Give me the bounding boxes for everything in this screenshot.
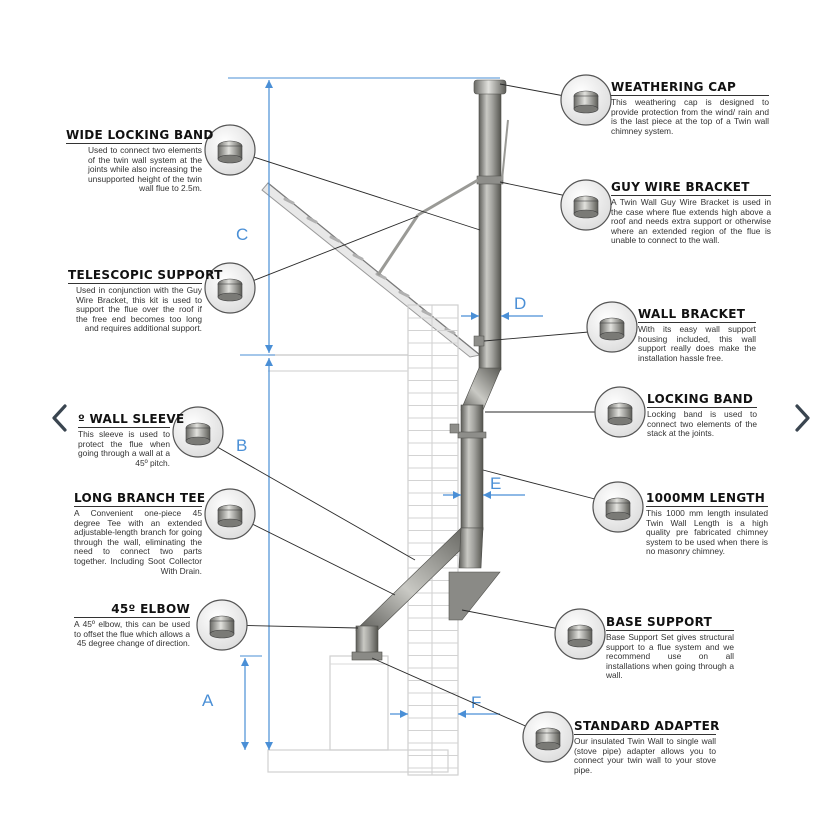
- callout-wall-sleeve: º WALL SLEEVE This sleeve is used to pro…: [78, 412, 185, 468]
- callout-text: This weathering cap is designed to provi…: [611, 97, 769, 136]
- callout-guy-wire-bracket: GUY WIRE BRACKET A Twin Wall Guy Wire Br…: [611, 180, 771, 246]
- thumb-45-elbow: [196, 599, 248, 651]
- thumb-base-support: [554, 608, 606, 660]
- thumb-wide-locking-band: [204, 124, 256, 176]
- chevron-left-icon: [52, 404, 67, 432]
- callout-telescopic-support: TELESCOPIC SUPPORT Used in conjunction w…: [68, 268, 223, 334]
- callout-title: GUY WIRE BRACKET: [611, 180, 771, 196]
- callout-title: º WALL SLEEVE: [78, 412, 185, 426]
- callout-text: This sleeve is used to protect the flue …: [78, 429, 170, 468]
- callout-wide-locking-band: WIDE LOCKING BAND Used to connect two el…: [66, 128, 214, 194]
- dimension-label-e: E: [490, 474, 501, 493]
- dimension-label-a: A: [202, 691, 214, 710]
- callout-wall-bracket: WALL BRACKET With its easy wall support …: [638, 307, 756, 363]
- callout-text: Base Support Set gives structural suppor…: [606, 632, 734, 681]
- thumb-1000mm-length: [592, 481, 644, 533]
- dimension-label-b: B: [236, 436, 247, 455]
- callout-standard-adapter: STANDARD ADAPTER Our insulated Twin Wall…: [574, 719, 720, 775]
- callout-long-branch-tee: LONG BRANCH TEE A Convenient one-piece 4…: [74, 491, 206, 576]
- callout-title: WIDE LOCKING BAND: [66, 128, 214, 142]
- callout-text: Used in conjunction with the Guy Wire Br…: [76, 285, 202, 334]
- callout-title: 1000MM LENGTH: [646, 491, 768, 507]
- callout-title: 45º ELBOW: [74, 602, 190, 618]
- callout-title: LONG BRANCH TEE: [74, 491, 206, 505]
- callout-text: This 1000 mm length insulated Twin Wall …: [646, 508, 768, 557]
- thumb-wall-bracket: [586, 301, 638, 353]
- callout-title: LOCKING BAND: [647, 392, 757, 408]
- callout-title: STANDARD ADAPTER: [574, 719, 720, 733]
- callout-text: Locking band is used to connect two elem…: [647, 409, 757, 439]
- callout-title: TELESCOPIC SUPPORT: [68, 268, 223, 282]
- callout-title: BASE SUPPORT: [606, 615, 734, 631]
- callout-title: WALL BRACKET: [638, 307, 756, 323]
- callout-1000mm-length: 1000MM LENGTH This 1000 mm length insula…: [646, 491, 768, 557]
- chevron-right-icon: [795, 404, 810, 432]
- thumb-standard-adapter: [522, 711, 574, 763]
- callout-45-elbow: 45º ELBOW A 45º elbow, this can be used …: [74, 602, 190, 649]
- callout-text: With its easy wall support housing inclu…: [638, 324, 756, 363]
- thumb-weathering-cap: [560, 74, 612, 126]
- callout-text: A Twin Wall Guy Wire Bracket is used in …: [611, 197, 771, 246]
- callout-text: A 45º elbow, this can be used to offset …: [74, 619, 190, 649]
- roof: [261, 182, 482, 358]
- callout-locking-band: LOCKING BAND Locking band is used to con…: [647, 392, 757, 439]
- dimension-label-f: F: [471, 693, 481, 712]
- thumb-long-branch-tee: [204, 488, 256, 540]
- house-wall: [267, 304, 459, 776]
- callout-text: A Convenient one-piece 45 degree Tee wit…: [74, 508, 202, 576]
- next-button[interactable]: [790, 402, 814, 434]
- callout-title: WEATHERING CAP: [611, 80, 769, 96]
- callout-text: Our insulated Twin Wall to single wall (…: [574, 736, 716, 775]
- callout-base-support: BASE SUPPORT Base Support Set gives stru…: [606, 615, 734, 681]
- callout-text: Used to connect two elements of the twin…: [88, 145, 202, 194]
- callout-weathering-cap: WEATHERING CAP This weathering cap is de…: [611, 80, 769, 136]
- dimension-lines: A B C D E F: [202, 77, 543, 750]
- prev-button[interactable]: [48, 402, 72, 434]
- dimension-label-c: C: [236, 225, 248, 244]
- thumb-wall-sleeve: [172, 406, 224, 458]
- thumb-guy-wire-bracket: [560, 179, 612, 231]
- dimension-label-d: D: [514, 294, 526, 313]
- thumb-locking-band: [594, 386, 646, 438]
- flue-pipe: [351, 79, 509, 661]
